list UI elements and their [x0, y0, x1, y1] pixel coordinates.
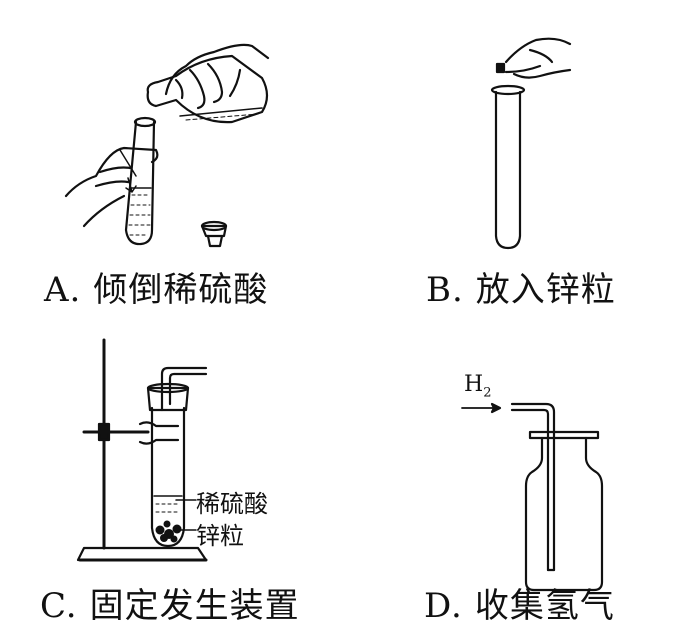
- hand-with-zinc: [495, 37, 572, 79]
- gas-subscript: 2: [483, 385, 492, 401]
- panel-c-text: 固定发生装置: [89, 586, 300, 626]
- stand-clamp: [82, 421, 180, 445]
- panel-d-caption: D. 收集氢气: [424, 578, 615, 627]
- rubber-stopper: [146, 382, 190, 412]
- pour-arrow: [125, 177, 137, 193]
- delivery-tube: [160, 366, 208, 412]
- panel-a-text: 倾倒稀硫酸: [93, 270, 269, 310]
- gas-collecting-bottle: [524, 430, 604, 592]
- lower-hand: [64, 146, 159, 228]
- panel-c-drawing: [76, 338, 208, 562]
- gas-label-h2: H2: [464, 372, 491, 400]
- label-zinc-granules: 锌粒: [196, 522, 244, 550]
- reagent-bottle: [146, 54, 269, 124]
- panel-a-caption: A. 倾倒稀硫酸: [44, 262, 268, 311]
- panel-c-letter: C.: [40, 586, 78, 626]
- gas-symbol: H: [464, 372, 484, 397]
- upper-hand: [164, 43, 270, 110]
- panel-d-letter: D.: [424, 586, 463, 626]
- label-dilute-sulfuric-acid: 稀硫酸: [196, 490, 268, 518]
- panel-c-caption: C. 固定发生装置: [40, 578, 300, 627]
- inlet-tube: [510, 402, 556, 572]
- tilted-test-tube: [124, 116, 157, 246]
- upright-test-tube: [490, 84, 526, 250]
- panel-b-caption: B. 放入锌粒: [426, 262, 616, 311]
- panel-b-text: 放入锌粒: [475, 270, 616, 310]
- reaction-tube: [150, 406, 186, 548]
- panel-b-letter: B.: [426, 270, 464, 310]
- acid-liquid: [153, 495, 183, 513]
- zinc-granules: [155, 520, 182, 543]
- gas-inlet-arrow: [461, 402, 502, 414]
- stopper: [200, 220, 228, 248]
- panel-d-text: 收集氢气: [474, 586, 615, 626]
- panel-d-drawing: [461, 402, 604, 592]
- panel-a-drawing: [64, 43, 270, 248]
- stand-base: [76, 546, 208, 562]
- panel-a-letter: A.: [44, 270, 82, 310]
- panel-b-drawing: [490, 37, 572, 250]
